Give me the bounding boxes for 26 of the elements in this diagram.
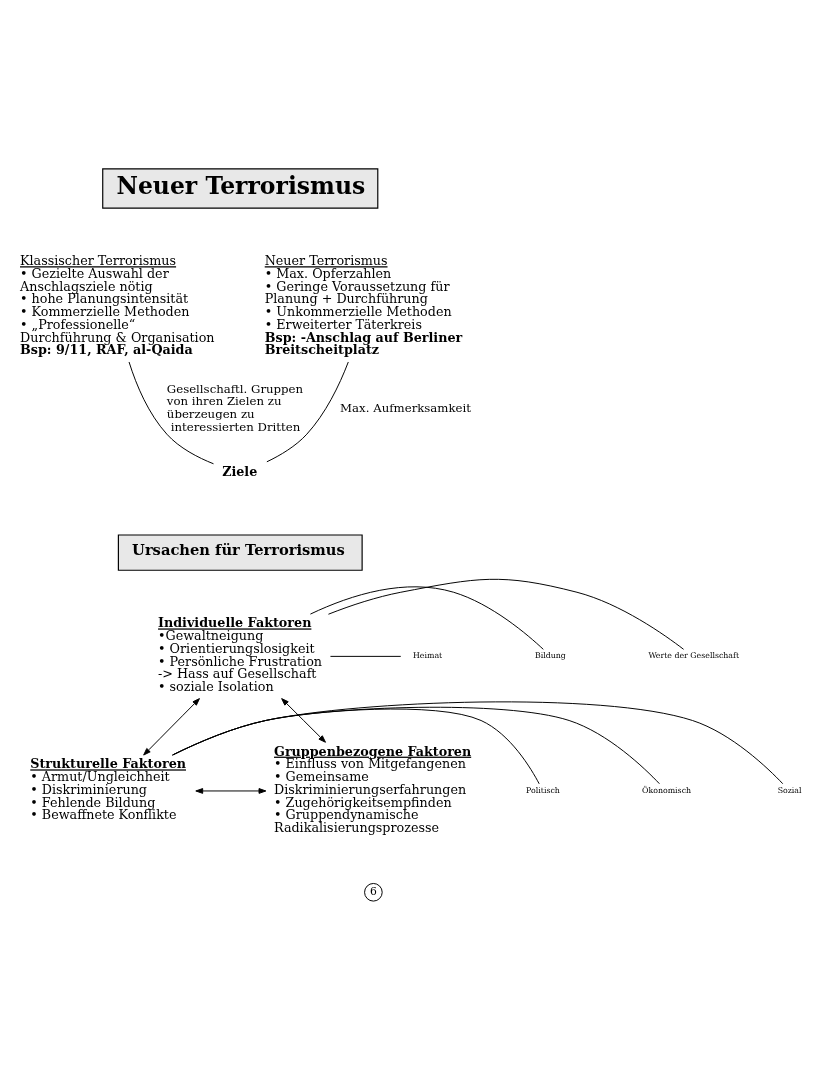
node-text: Gruppenbezogene Faktoren • Einfluss von Mitgefangenen • Gemeinsame Diskriminierungserfahrungen • Zugehörigkeitsempfinden • Gruppendynamische Radikalisierungsprozesse	[274, 743, 472, 835]
node-text: Werte der Gesellschaft	[648, 650, 740, 660]
node-text: Individuelle Faktoren •Gewaltneigung • Orientierungslosigkeit • Persönliche Frustration -> Hass auf Gesellschaft • soziale Isolation	[158, 614, 322, 694]
node-text: Klassischer Terrorismus • Gezielte Auswahl der Anschlagsziele nötig • hohe Planungsintensität • Kommerzielle Methoden • „Professionelle“ Durchführung & Organisation Bsp: 9/11, RAF, al-Qaida	[20, 252, 215, 357]
node-circle: 6	[364, 882, 383, 902]
edge-label: Gesellschaftl. Gruppen von ihren Zielen zu überzeugen zu interessierten Dritten	[166, 381, 304, 434]
arrow	[143, 697, 200, 755]
node-text: Ziele	[222, 463, 258, 479]
connector	[329, 655, 402, 657]
connector	[128, 361, 214, 464]
connector	[266, 361, 349, 462]
node-text: Strukturelle Faktoren • Armut/Ungleichheit • Diskriminierung • Fehlende Bildung • Bewaffnete Konflikte	[30, 755, 187, 822]
edge-label: Max. Aufmerksamkeit	[340, 400, 472, 415]
node-text: Ökonomisch	[642, 785, 692, 795]
node-text: Heimat	[413, 650, 443, 660]
node-text: Sozial	[777, 785, 802, 795]
node-box: Neuer Terrorismus	[102, 167, 379, 209]
node-box: Ursachen für Terrorismus	[117, 533, 363, 571]
connector	[172, 701, 784, 784]
node-text: Politisch	[526, 785, 560, 795]
connector	[309, 585, 544, 650]
node-text: Neuer Terrorismus • Max. Opferzahlen • Geringe Voraussetzung für Planung + Durchführung • Unkommerzielle Methoden • Erweiterter Täterkreis Bsp: -Anschlag auf Berliner Breitscheitplatz	[264, 252, 463, 357]
arrow	[281, 697, 326, 743]
node-text: Bildung	[534, 650, 566, 660]
arrow	[195, 787, 267, 794]
connector	[327, 578, 685, 650]
